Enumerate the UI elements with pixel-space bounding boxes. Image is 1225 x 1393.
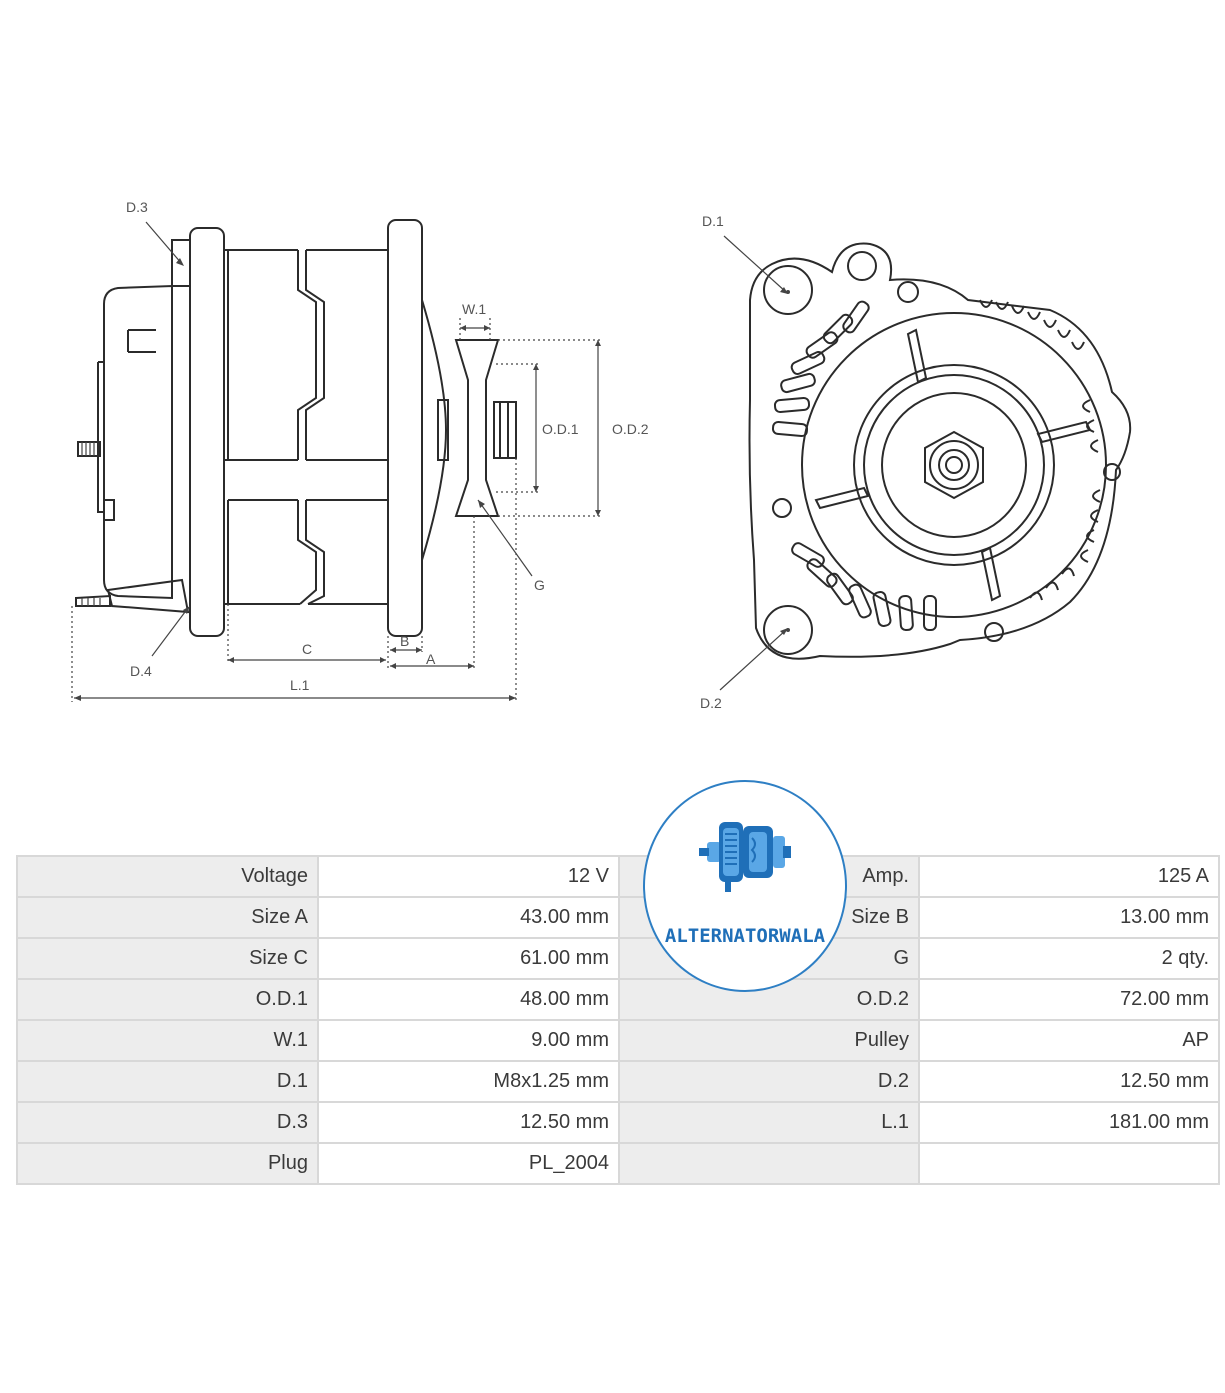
label-b: B (400, 633, 409, 649)
brand-logo: ALTERNATORWALA (643, 780, 847, 992)
spec-value: 13.00 mm (918, 896, 1220, 939)
spec-value: 9.00 mm (317, 1019, 620, 1062)
spec-label: D.1 (16, 1060, 319, 1103)
terminal-stud (77, 441, 101, 457)
label-d3: D.3 (126, 199, 148, 215)
mount-ear-d1 (763, 265, 813, 315)
spec-label: D.2 (618, 1060, 920, 1103)
side-view: W.1 O.D.1 O.D.2 G D.3 D.4 C B (71, 199, 649, 702)
label-od2: O.D.2 (612, 421, 649, 437)
spec-value: 72.00 mm (918, 978, 1220, 1021)
alternator-logo-icon (699, 822, 791, 892)
label-d2: D.2 (700, 695, 722, 711)
label-od1: O.D.1 (542, 421, 579, 437)
spec-label: Size A (16, 896, 319, 939)
pulley-face (881, 392, 1027, 538)
spec-label: L.1 (618, 1101, 920, 1144)
label-a: A (426, 651, 436, 667)
label-w1: W.1 (462, 301, 486, 317)
front-view: D.1 D.2 (700, 213, 1132, 711)
spec-label (618, 1142, 920, 1185)
spec-label: O.D.1 (16, 978, 319, 1021)
label-l1: L.1 (290, 677, 310, 693)
spec-value: 43.00 mm (317, 896, 620, 939)
brand-name: ALTERNATORWALA (664, 925, 826, 947)
mount-ear-d2 (763, 605, 813, 655)
shaft-hex-nut (924, 430, 984, 500)
spec-label: W.1 (16, 1019, 319, 1062)
pulley (454, 339, 500, 517)
label-c: C (302, 641, 312, 657)
spec-value: PL_2004 (317, 1142, 620, 1185)
spec-value: M8x1.25 mm (317, 1060, 620, 1103)
spec-value: 48.00 mm (317, 978, 620, 1021)
label-d4: D.4 (130, 663, 152, 679)
spec-value (918, 1142, 1220, 1185)
rear-cover (103, 284, 173, 600)
spec-label: Size C (16, 937, 319, 980)
spec-value: 181.00 mm (918, 1101, 1220, 1144)
spec-label: Voltage (16, 855, 319, 898)
spec-value: 12.50 mm (317, 1101, 620, 1144)
stator-edge (297, 250, 317, 460)
spec-label: D.3 (16, 1101, 319, 1144)
rear-flange (189, 227, 225, 637)
spec-value: 12.50 mm (918, 1060, 1220, 1103)
spec-value: AP (918, 1019, 1220, 1062)
housing-outline (748, 242, 1132, 660)
label-d1: D.1 (702, 213, 724, 229)
technical-drawing: W.1 O.D.1 O.D.2 G D.3 D.4 C B (71, 199, 1132, 711)
spec-value: 61.00 mm (317, 937, 620, 980)
spec-value: 12 V (317, 855, 620, 898)
spec-label: Pulley (618, 1019, 920, 1062)
spec-value: 125 A (918, 855, 1220, 898)
shaft-nut (493, 401, 517, 459)
spec-label: Plug (16, 1142, 319, 1185)
fan-outer-ring (801, 312, 1107, 618)
front-flange (387, 219, 423, 637)
label-g: G (534, 577, 545, 593)
spec-value: 2 qty. (918, 937, 1220, 980)
